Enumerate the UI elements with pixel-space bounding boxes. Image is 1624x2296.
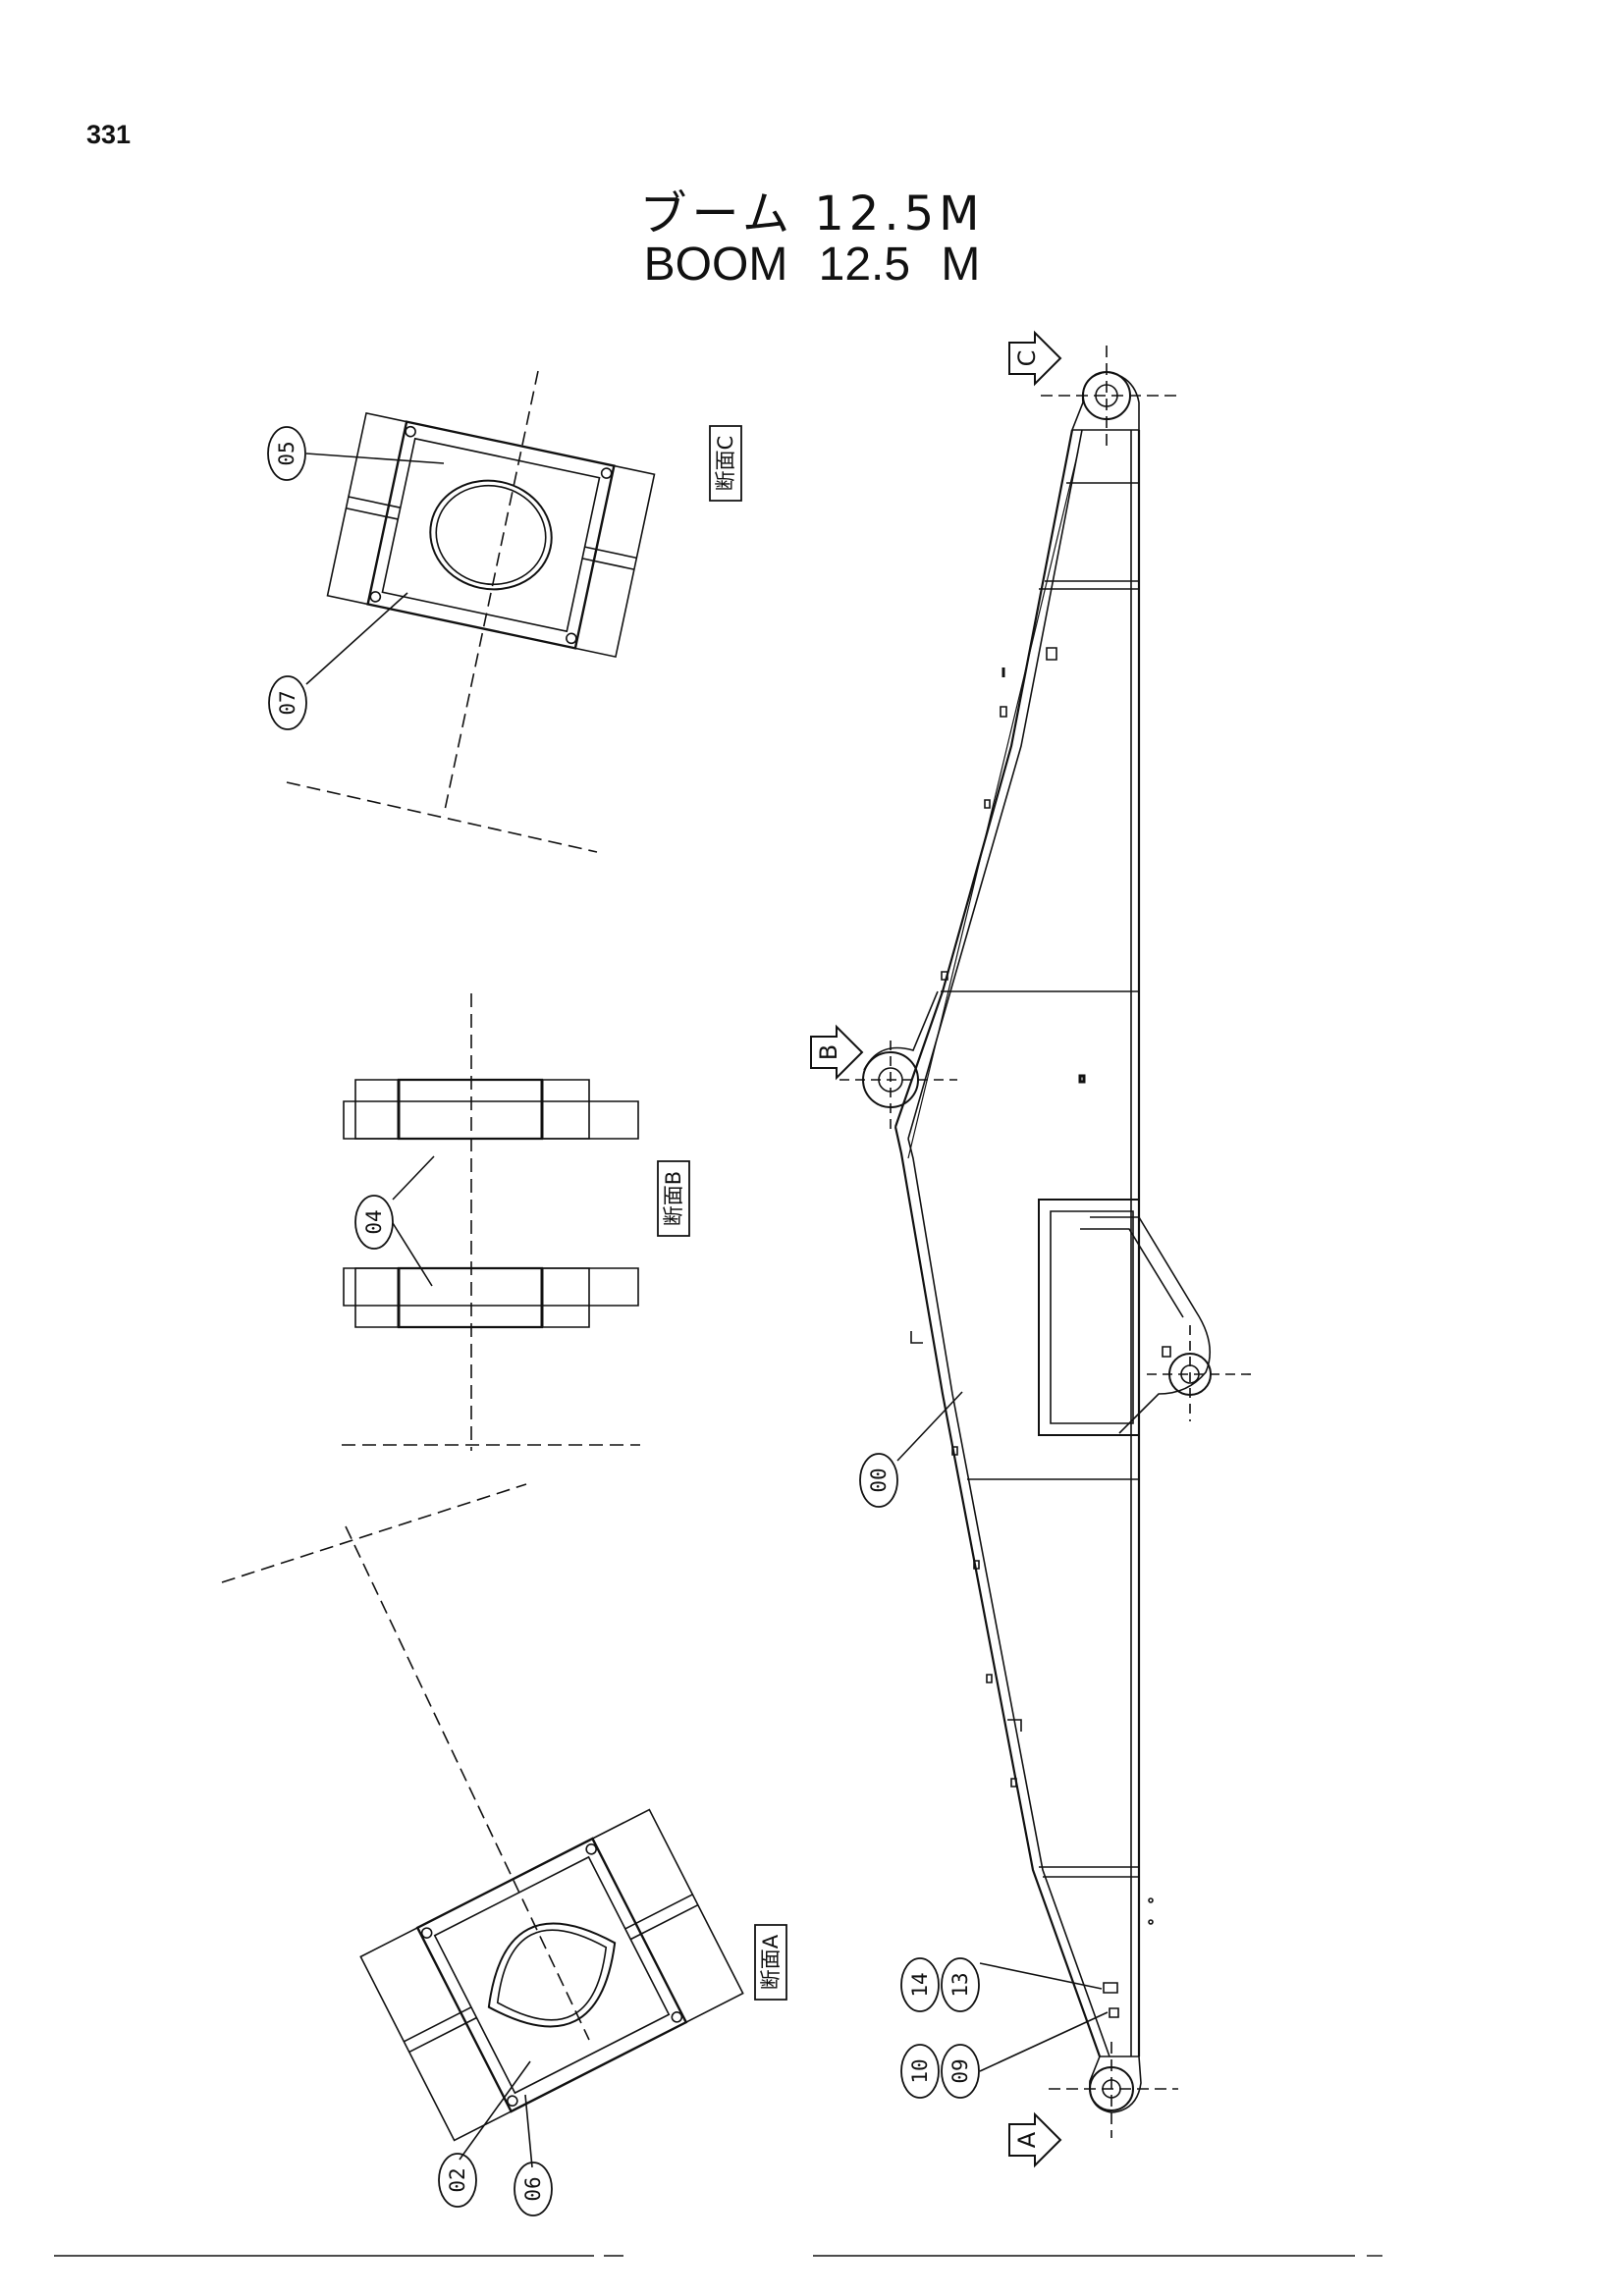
leader-02 [460,2061,530,2160]
section-marker-b [811,1027,862,1078]
section-c-label: 断面C [714,436,737,492]
callout-00 [860,1454,897,1507]
section-marker-a [1009,2114,1060,2165]
section-a-cutline [222,1484,526,1582]
callout-14-number: 14 [908,1972,932,1997]
title-english: BOOM 12.5 M [643,239,981,291]
section-label-a [755,1925,786,2000]
section-a-centerline [346,1526,589,2040]
callout-14 [901,1958,939,2011]
section-a-label: 断面A [759,1934,783,1990]
section-c-profile [328,413,655,657]
section-a-profile [360,1810,742,2141]
section-c-centerline [444,371,538,815]
section-b-label: 断面B [662,1171,685,1226]
callout-10-number: 10 [908,2058,932,2083]
callout-06 [514,2163,552,2216]
callout-02 [439,2154,476,2207]
section-label-b [658,1161,689,1236]
section-marker-c [1009,333,1060,384]
section-marker-b-letter: B [815,1044,842,1060]
section-marker-c-letter: C [1013,350,1041,367]
callout-00-number: 00 [867,1468,891,1492]
section-b-view [342,993,640,1451]
section-marker-a-letter: A [1013,2131,1041,2148]
leader-00 [897,1392,962,1461]
leader-06 [525,2095,532,2167]
callout-02-number: 02 [446,2167,469,2192]
page-number: 331 [86,120,132,149]
title-japanese: ブーム 12.5M [639,187,985,241]
section-c-view [287,371,654,852]
callout-07-number: 07 [276,690,299,715]
callout-05 [268,427,305,480]
leader-04-lower [393,1223,432,1286]
section-c-cutline [287,782,597,852]
leader-05 [306,454,444,463]
section-label-c [710,426,741,501]
section-a-view [222,1484,743,2167]
callout-05-number: 05 [275,441,298,465]
callout-06-number: 06 [521,2176,545,2201]
callout-13 [942,1958,979,2011]
callout-04-number: 04 [362,1209,386,1234]
leader-07 [306,593,407,684]
callout-13-number: 13 [948,1972,972,1997]
leader-13 [980,1963,1102,1989]
callout-09-number: 09 [948,2058,972,2083]
callout-10 [901,2045,939,2098]
boom-side-view [839,346,1255,2138]
leader-09 [980,2012,1108,2071]
callout-09 [942,2045,979,2098]
callout-07 [269,676,306,729]
callout-04 [355,1196,393,1249]
leader-04-upper [393,1156,434,1200]
